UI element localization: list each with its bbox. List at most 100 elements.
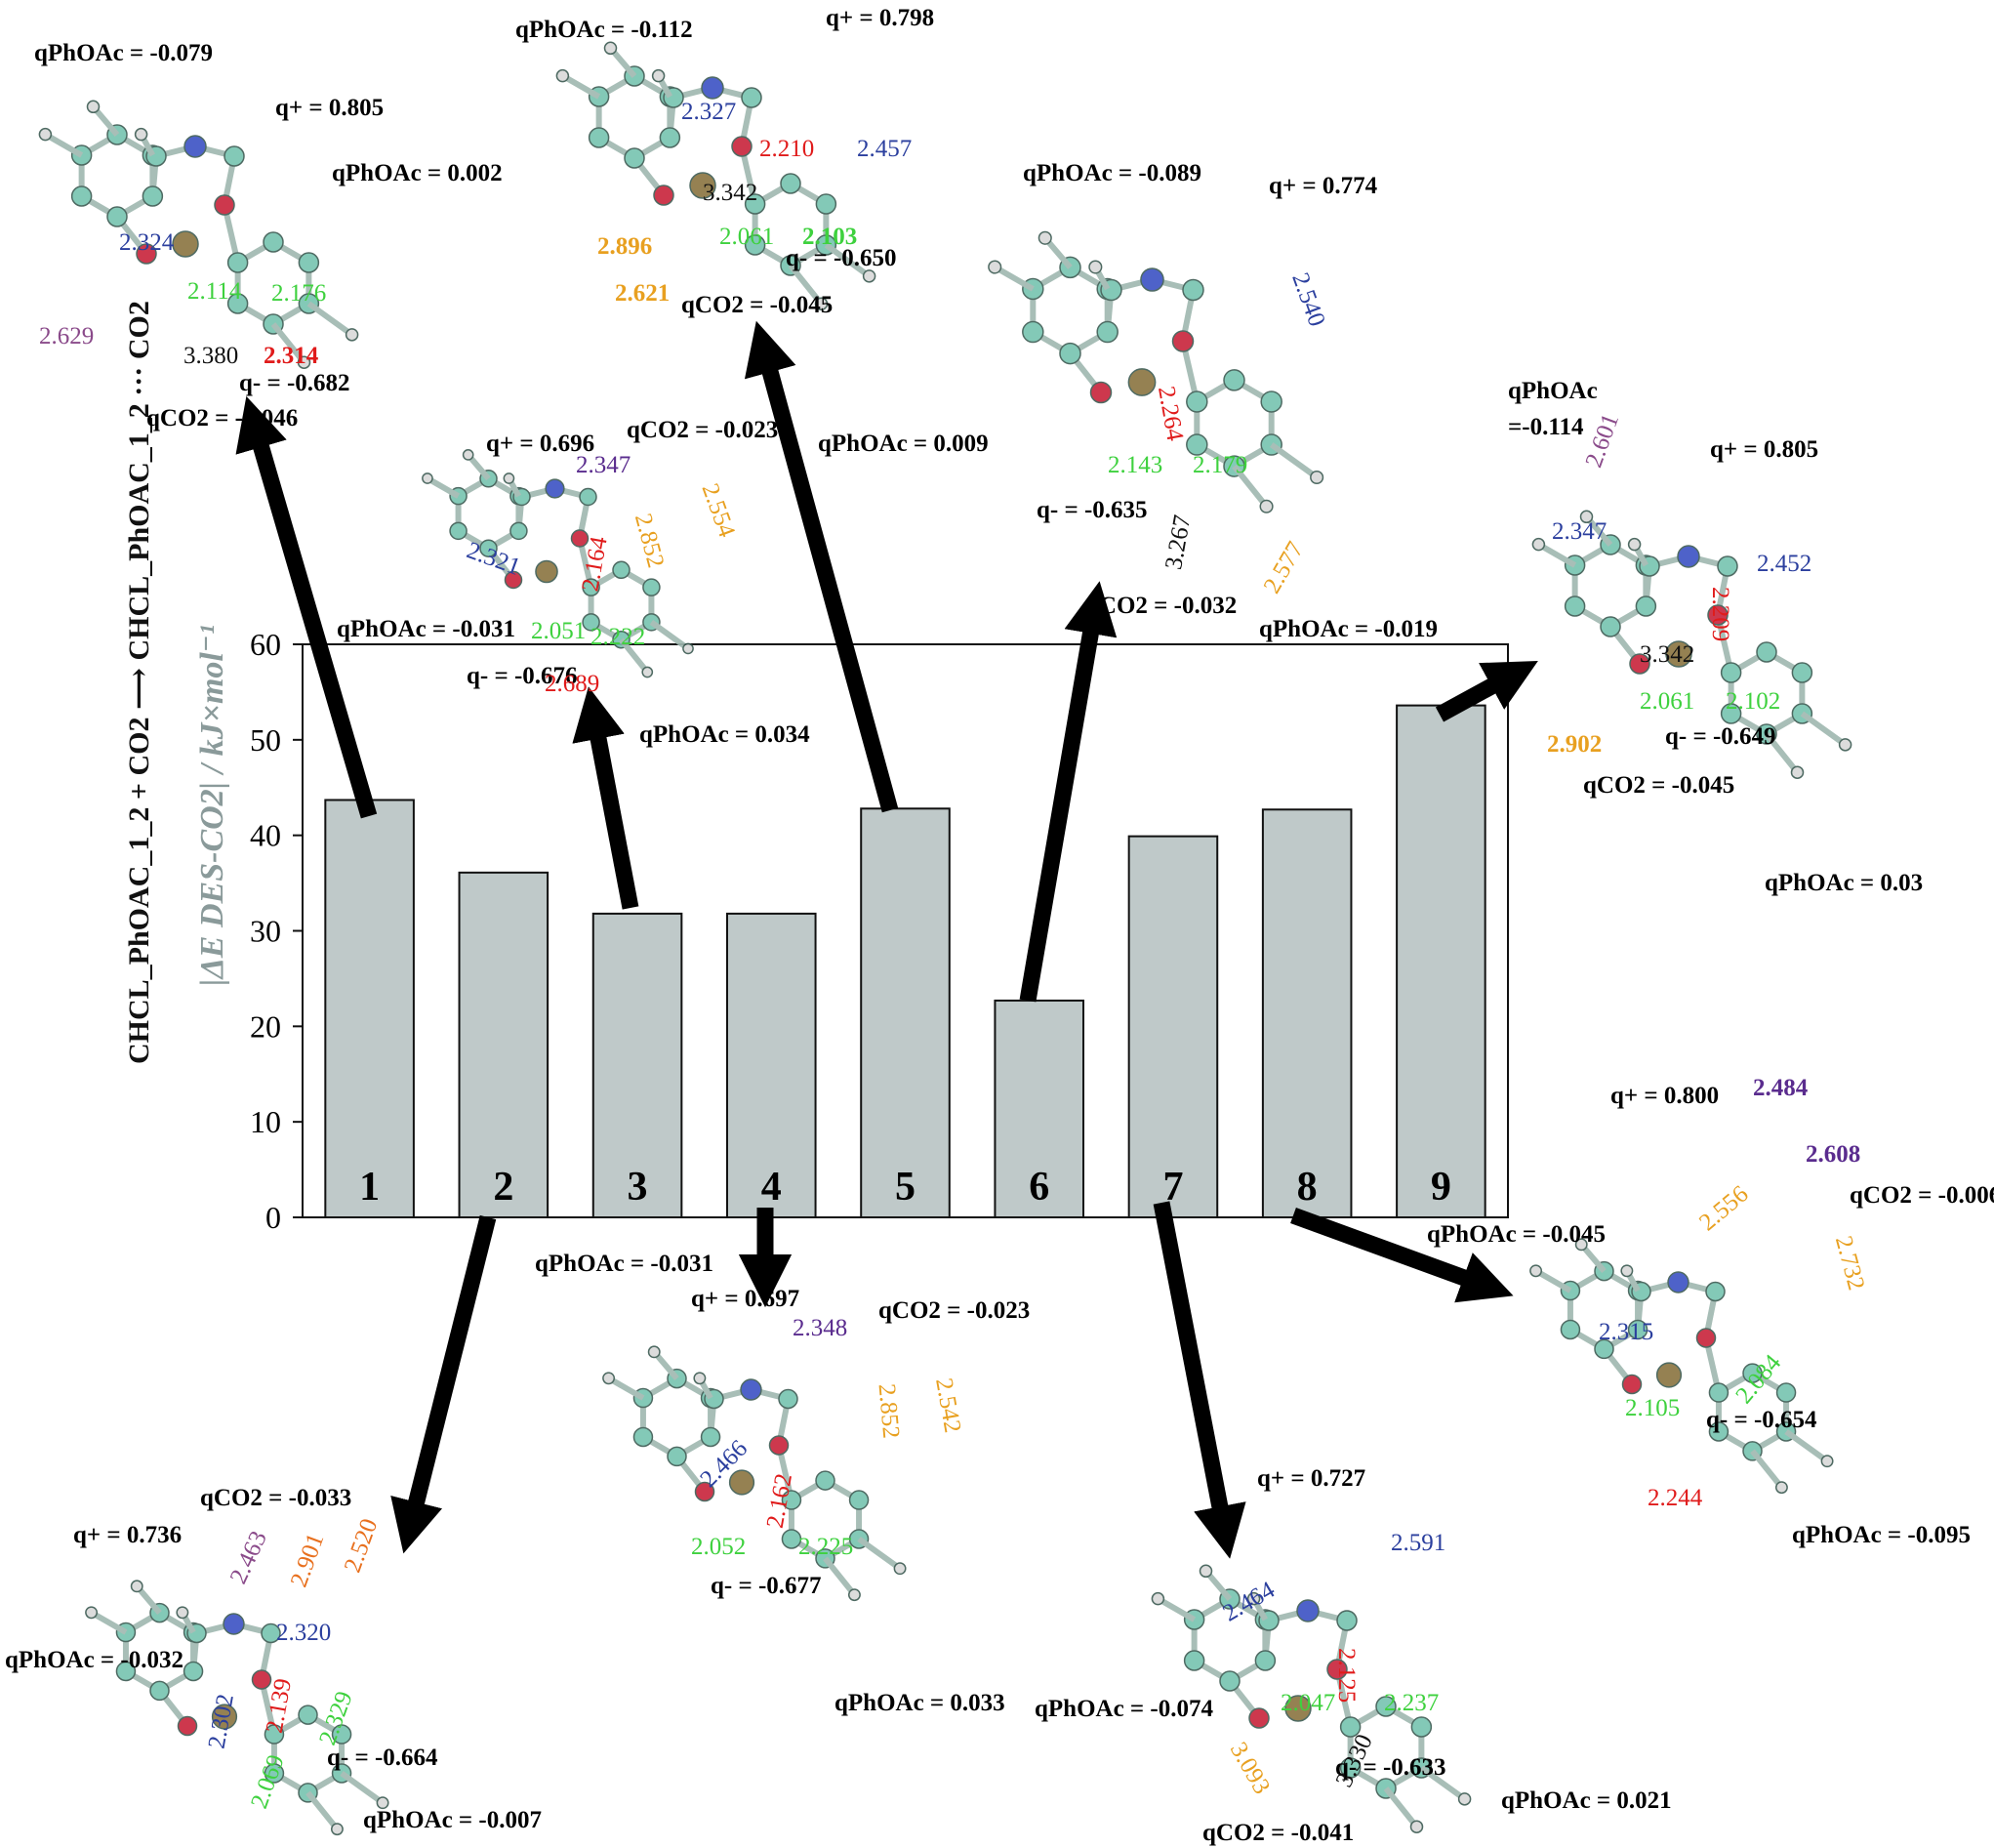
distance-label: 2.210: [759, 136, 814, 162]
distance-label: 2.244: [1648, 1485, 1703, 1511]
carbon-atom: [1059, 342, 1081, 365]
hydrogen-atom: [422, 472, 433, 484]
hydrogen-atom: [1529, 1264, 1543, 1278]
carbon-atom: [264, 1724, 285, 1745]
carbon-atom: [1594, 1338, 1614, 1360]
oxygen-atom: [653, 185, 674, 206]
hydrogen-atom: [988, 260, 1002, 274]
charge-label: qPhOAc = 0.002: [332, 160, 503, 186]
carbon-atom: [183, 1661, 204, 1682]
charge-label: q+ = 0.805: [1710, 436, 1818, 463]
arrow-3: [572, 686, 639, 910]
carbon-atom: [744, 193, 766, 215]
bar-label-9: 9: [1431, 1165, 1451, 1210]
charge-label: q- = -0.676: [467, 663, 578, 689]
charge-label: qCO2 = -0.032: [1085, 593, 1237, 619]
bar-label-3: 3: [628, 1165, 648, 1210]
distance-label: 2.457: [857, 136, 912, 162]
charge-label: q+ = 0.800: [1610, 1083, 1719, 1109]
hydrogen-atom: [1627, 537, 1642, 552]
oxygen-atom: [1248, 1707, 1270, 1729]
distance-label: 2.324: [119, 229, 175, 256]
arrow-1: [235, 395, 378, 819]
hydrogen-atom: [503, 472, 515, 484]
bond: [270, 322, 306, 365]
carbon-atom: [1183, 1650, 1205, 1671]
hydrogen-atom: [330, 1823, 344, 1836]
carbon-atom: [1219, 1670, 1241, 1692]
chloride-atom: [728, 1469, 755, 1496]
charge-label: qPhOAc = -0.019: [1259, 616, 1438, 642]
charge-label: q+ = 0.696: [486, 431, 594, 457]
charge-label: q+ = 0.774: [1269, 173, 1378, 199]
hydrogen-atom: [1790, 765, 1805, 779]
molecule-sketch: [422, 449, 694, 678]
distance-label: 2.209: [1707, 587, 1733, 641]
bond: [1419, 1765, 1467, 1802]
bond: [1764, 732, 1800, 775]
molecule-sketch: [38, 100, 359, 369]
distance-label: 2.732: [1830, 1233, 1870, 1293]
hydrogen-atom: [134, 127, 148, 142]
oxygen-atom: [1707, 604, 1729, 626]
carbon-atom: [298, 252, 320, 273]
hydrogen-atom: [862, 269, 876, 283]
carbon-atom: [579, 487, 597, 507]
distance-label: 2.348: [793, 1315, 847, 1341]
distance-label: 2.554: [697, 480, 741, 542]
bar-label-5: 5: [895, 1165, 916, 1210]
hydrogen-atom: [1838, 738, 1852, 752]
bond: [607, 1376, 645, 1401]
charge-label: qPhOAc = 0.03: [1765, 870, 1923, 896]
hydrogen-atom: [647, 1345, 661, 1359]
chloride-atom: [1127, 368, 1157, 396]
oxygen-atom: [768, 1435, 790, 1456]
distance-label: 2.689: [545, 671, 599, 697]
carbon-atom: [781, 1529, 802, 1549]
y-axis-title: CHCL_PhOAC_1_2 + CO2 ⟶ CHCL_PhOAC_1_2 ··…: [123, 301, 230, 1064]
carbon-atom: [449, 521, 468, 541]
chloride-atom: [211, 1704, 238, 1730]
distance-label: 2.896: [597, 233, 652, 260]
carbon-atom: [1635, 595, 1657, 617]
carbon-atom: [780, 173, 801, 194]
charge-label: qPhOAc = -0.031: [535, 1251, 713, 1277]
carbon-atom: [264, 1763, 285, 1784]
carbon-atom: [142, 185, 164, 207]
distance-label: 2.314: [264, 343, 319, 369]
distance-label: 2.347: [1552, 518, 1607, 545]
hydrogen-atom: [1151, 1591, 1165, 1606]
carbon-atom: [667, 1446, 687, 1467]
charge-label: qPhOAc = -0.112: [515, 17, 693, 43]
charge-label: qCO2 = -0.041: [1202, 1820, 1354, 1846]
arrow-9: [1435, 660, 1538, 722]
bond: [824, 242, 872, 279]
carbon-atom: [1223, 369, 1245, 391]
carbon-atom: [1708, 1382, 1729, 1403]
bond: [788, 264, 824, 307]
distance-label: 2.302: [204, 1692, 239, 1750]
distance-label: 2.047: [1281, 1690, 1335, 1716]
carbon-atom: [778, 1388, 798, 1410]
distance-label: 2.061: [719, 224, 774, 250]
bond: [560, 73, 601, 100]
arrow-7: [1153, 1201, 1246, 1559]
bond: [43, 132, 84, 158]
hydrogen-atom: [1310, 470, 1324, 485]
carbon-atom: [1705, 1281, 1726, 1302]
structure-9: qPhOAc =-0.114 q+ = 0.805 q- = -0.649 qC…: [1508, 378, 1923, 896]
nitrogen-atom: [701, 76, 724, 100]
bond: [340, 1771, 385, 1806]
distance-label: 2.264: [1153, 385, 1188, 444]
charge-label: qCO2 = -0.046: [146, 405, 298, 431]
distance-label: 2.556: [1694, 1181, 1753, 1237]
charge-label: q- = -0.664: [327, 1745, 438, 1771]
charge-label: =-0.114: [1508, 414, 1584, 440]
distance-label: 2.347: [576, 452, 631, 478]
carbon-atom: [1375, 1696, 1397, 1717]
distance-label: 2.102: [1726, 688, 1780, 715]
y-tick-label: 20: [250, 1008, 281, 1044]
arrow-5: [744, 320, 899, 813]
hydrogen-atom: [814, 297, 829, 310]
